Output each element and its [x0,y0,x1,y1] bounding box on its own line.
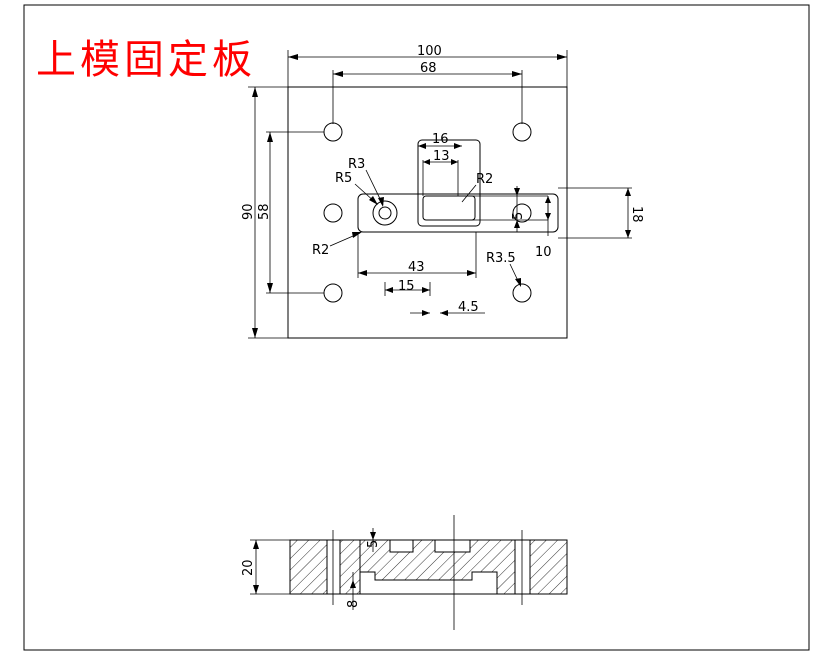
dim-10: 10 [535,196,552,260]
bolt-hole-br [512,283,532,303]
dim-4-5: 4.5 [410,300,485,316]
label-r2-left: R2 [312,243,329,258]
label-r2-top: R2 [476,172,493,187]
dim-4-5-label: 4.5 [458,300,479,315]
pocket-inner [422,195,476,221]
dim-15-label: 15 [398,279,415,294]
dim-100-label: 100 [417,44,442,59]
pocket-outline [417,139,481,227]
dim-100: 100 [287,44,568,87]
label-r5: R5 [335,171,352,186]
drawing-title: 上模固定板 [36,37,256,83]
dim-18: 18 [558,187,644,239]
dim-43-label: 43 [408,260,425,275]
label-r3: R3 [348,157,365,172]
dim-58-label: 58 [257,203,272,220]
dim-8: 8 [346,572,361,610]
dim-15: 15 [384,279,431,296]
dim-20: 20 [241,539,290,595]
label-r35: R3.5 [486,251,516,266]
bolt-hole-tl [323,122,343,142]
dim-20-label: 20 [241,559,256,576]
dim-10-label: 10 [535,245,552,260]
drawing-frame [23,4,810,651]
section-view: 20 5 8 [241,515,568,630]
punch-hole-inner [378,206,392,220]
section-hatch-left-mid [339,539,361,595]
dim-8-label: 8 [346,600,361,608]
bolt-hole-tr [512,122,532,142]
plate-outline [287,86,568,339]
pin-hole-right [512,203,532,223]
section-hatch-right-outer [529,539,568,595]
plan-view: 100 68 90 58 [241,44,644,339]
dim-43: 43 [357,232,477,278]
dim-5-depth-label: 5 [366,540,381,548]
bolt-holes [323,122,532,303]
section-hatch-center [359,539,516,595]
dim-18-label: 18 [629,206,644,223]
dim-68: 68 [332,61,523,124]
dim-16-label: 16 [432,132,449,147]
dim-90: 90 [241,86,288,339]
bolt-hole-bl [323,283,343,303]
dim-13-label: 13 [433,149,450,164]
dim-16: 16 [418,132,462,149]
punch-hole-outer [372,200,398,226]
dim-58: 58 [257,131,324,294]
dim-68-label: 68 [420,61,437,76]
dim-90-label: 90 [241,203,256,220]
dim-5-slot-label: 5 [511,212,526,220]
pin-hole-left [323,203,343,223]
section-hatch-left-outer [289,539,328,595]
dim-5-slot: 5 [511,186,526,232]
radius-callouts: R3 R5 R2 R2 R3.5 [312,157,521,287]
dim-13: 13 [422,149,459,196]
dim-5-depth: 5 [366,528,381,552]
